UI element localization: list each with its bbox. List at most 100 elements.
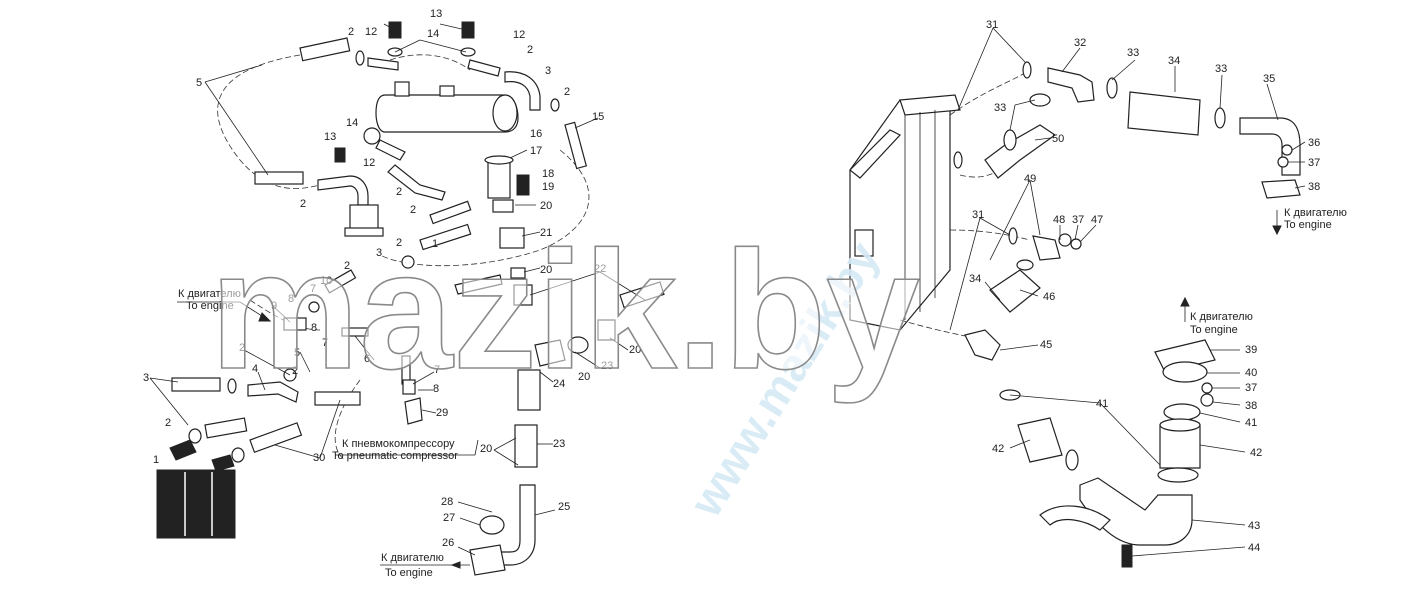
fitting-29 [404,397,423,425]
svg-text:32: 32 [1074,37,1086,49]
svg-text:13: 13 [430,8,442,20]
svg-text:43: 43 [1248,520,1260,532]
svg-text:39: 39 [1245,344,1257,356]
dest-engine-left-ru: К двигателю [178,288,241,300]
flange-40 [1162,361,1208,383]
clamp-20-a [492,199,514,213]
svg-text:3: 3 [376,247,382,259]
pipe-15 [564,121,588,170]
svg-text:41: 41 [1245,417,1257,429]
svg-text:6: 6 [364,353,370,365]
svg-text:28: 28 [441,496,453,508]
clamp-41-c [1163,403,1201,421]
clamp-33-b [1214,107,1226,129]
svg-text:33: 33 [1215,63,1227,75]
hose-22-b [619,281,665,309]
hose-5-top [299,37,351,62]
flange-27 [479,515,505,535]
tee-fitting [387,164,446,201]
pipe-43-branch [1039,505,1111,531]
svg-text:10: 10 [320,275,332,287]
svg-text:2: 2 [348,26,354,38]
hose-42-right-top [1159,418,1201,432]
clamp-41-d [1157,467,1199,483]
svg-text:1: 1 [153,454,159,466]
svg-text:7: 7 [434,364,440,376]
right-assembly [849,27,1306,568]
bolt-13-b [461,21,475,39]
svg-text:23: 23 [601,360,613,372]
clamp-31-top [1022,61,1032,79]
plug-18 [516,174,530,196]
svg-text:22: 22 [594,263,606,275]
svg-text:19: 19 [542,181,554,193]
clamp-33-d [1029,93,1051,107]
clamp-34 [1016,259,1034,271]
svg-text:44: 44 [1248,542,1260,554]
svg-text:4: 4 [252,363,258,375]
svg-text:7: 7 [310,283,316,295]
svg-text:2: 2 [396,237,402,249]
hose-3-left [171,377,221,392]
dest-engine-right-top-ru: К двигателю [1284,207,1347,219]
svg-text:1: 1 [432,238,438,250]
svg-text:12: 12 [513,29,525,41]
hose-42-left [1017,417,1063,463]
svg-text:42: 42 [992,443,1004,455]
clamp-31-c [1008,227,1018,245]
clamp-20-b [510,267,526,279]
hose-24 [517,369,541,411]
hose-30-a [314,391,361,406]
svg-text:38: 38 [1308,181,1320,193]
hose-22-a [513,284,533,306]
svg-text:35: 35 [1263,73,1275,85]
hose-3-a [504,71,541,111]
elbow-hose [317,175,369,206]
dest-compressor-ru: К пневмокомпрессору [342,438,455,450]
clamp-20-c [597,319,616,341]
svg-text:29: 29 [436,407,448,419]
washer-37-mid [1070,238,1082,250]
svg-text:17: 17 [530,145,542,157]
filler-flange [484,155,514,165]
clamp-2-b [550,98,560,112]
svg-text:3: 3 [143,372,149,384]
svg-text:2: 2 [410,204,416,216]
svg-text:30: 30 [313,452,325,464]
hose-5-bottom [254,171,304,185]
svg-text:2: 2 [300,198,306,210]
svg-text:37: 37 [1308,157,1320,169]
svg-text:37: 37 [1245,382,1257,394]
clamp-41-b [1065,449,1079,471]
svg-text:31: 31 [972,209,984,221]
svg-text:34: 34 [969,273,981,285]
svg-text:20: 20 [578,371,590,383]
heater-radiator [156,469,236,539]
svg-text:33: 33 [1127,47,1139,59]
hose-3-left-b [204,417,248,439]
dest-compressor-en: To pneumatic compressor [332,450,458,462]
filter-flange [344,227,384,237]
svg-text:37: 37 [1072,214,1084,226]
pipe-32 [1047,67,1095,103]
svg-text:46: 46 [1043,291,1055,303]
svg-text:26: 26 [442,537,454,549]
svg-text:49: 49 [1024,173,1036,185]
pipe-50 [984,124,1057,179]
plug-36 [1281,144,1293,156]
svg-text:40: 40 [1245,367,1257,379]
gasket-38-top [1261,179,1301,199]
banjo-12-b [467,59,501,77]
fitting-1-b [211,454,235,472]
svg-text:50: 50 [1052,133,1064,145]
svg-text:25: 25 [558,501,570,513]
svg-text:31: 31 [986,19,998,31]
svg-text:8: 8 [433,383,439,395]
clamp-33-a [1106,77,1118,99]
svg-text:12: 12 [363,157,375,169]
nut-8 [402,379,416,395]
radiator-top-tank [899,94,961,116]
svg-text:3: 3 [545,65,551,77]
